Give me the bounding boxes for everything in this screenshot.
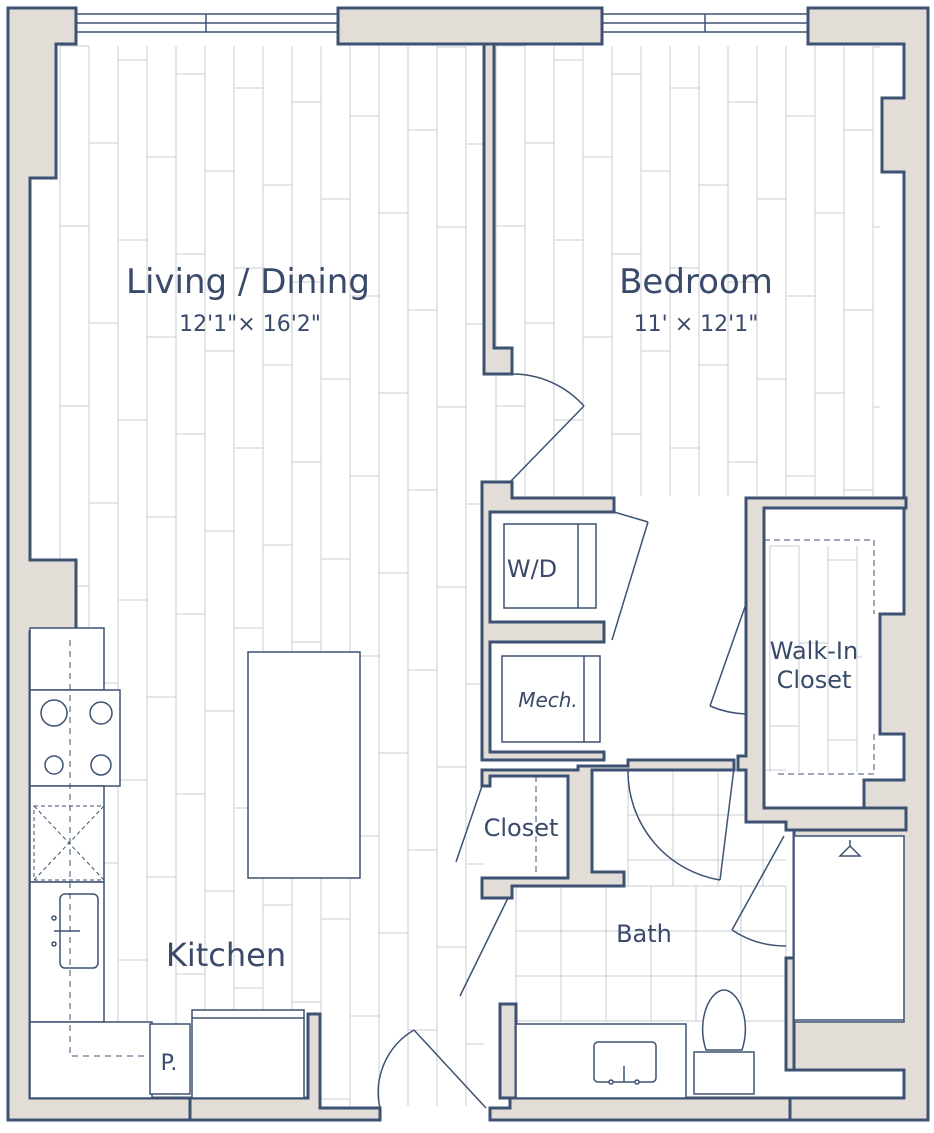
doors (377, 373, 787, 1109)
walk-in-closet-label-line2: Closet (777, 666, 852, 694)
floor-planks (59, 45, 880, 1106)
closet-label: Closet (484, 814, 559, 842)
bath-label: Bath (616, 920, 672, 948)
pantry-label: P. (161, 1051, 178, 1076)
exterior-walls (6, 6, 930, 1122)
mechanical-unit (501, 655, 601, 743)
cooktop (40, 699, 113, 776)
bedroom-label: Bedroom (619, 262, 773, 302)
vanity (515, 1023, 687, 1099)
kitchen-sink (51, 893, 99, 969)
mechanical-label: Mech. (518, 688, 578, 712)
washer-dryer-label: W/D (507, 555, 557, 583)
living-dining-dimensions: 12'1"× 16'2" (179, 312, 321, 337)
kitchen-label: Kitchen (166, 936, 286, 974)
bedroom-dimensions: 11' × 12'1" (634, 312, 759, 337)
kitchen-counter (29, 627, 191, 1099)
washer-dryer-unit (503, 523, 597, 609)
kitchen-island (247, 651, 361, 879)
closet-shelf-dashes (535, 539, 875, 876)
dishwasher (33, 805, 105, 881)
living-dining-label: Living / Dining (126, 262, 370, 302)
refrigerator (191, 1009, 305, 1099)
windows (75, 13, 809, 33)
toilet (693, 989, 755, 1095)
walk-in-closet-label-line1: Walk-In (770, 637, 858, 665)
bathtub (793, 835, 905, 1023)
